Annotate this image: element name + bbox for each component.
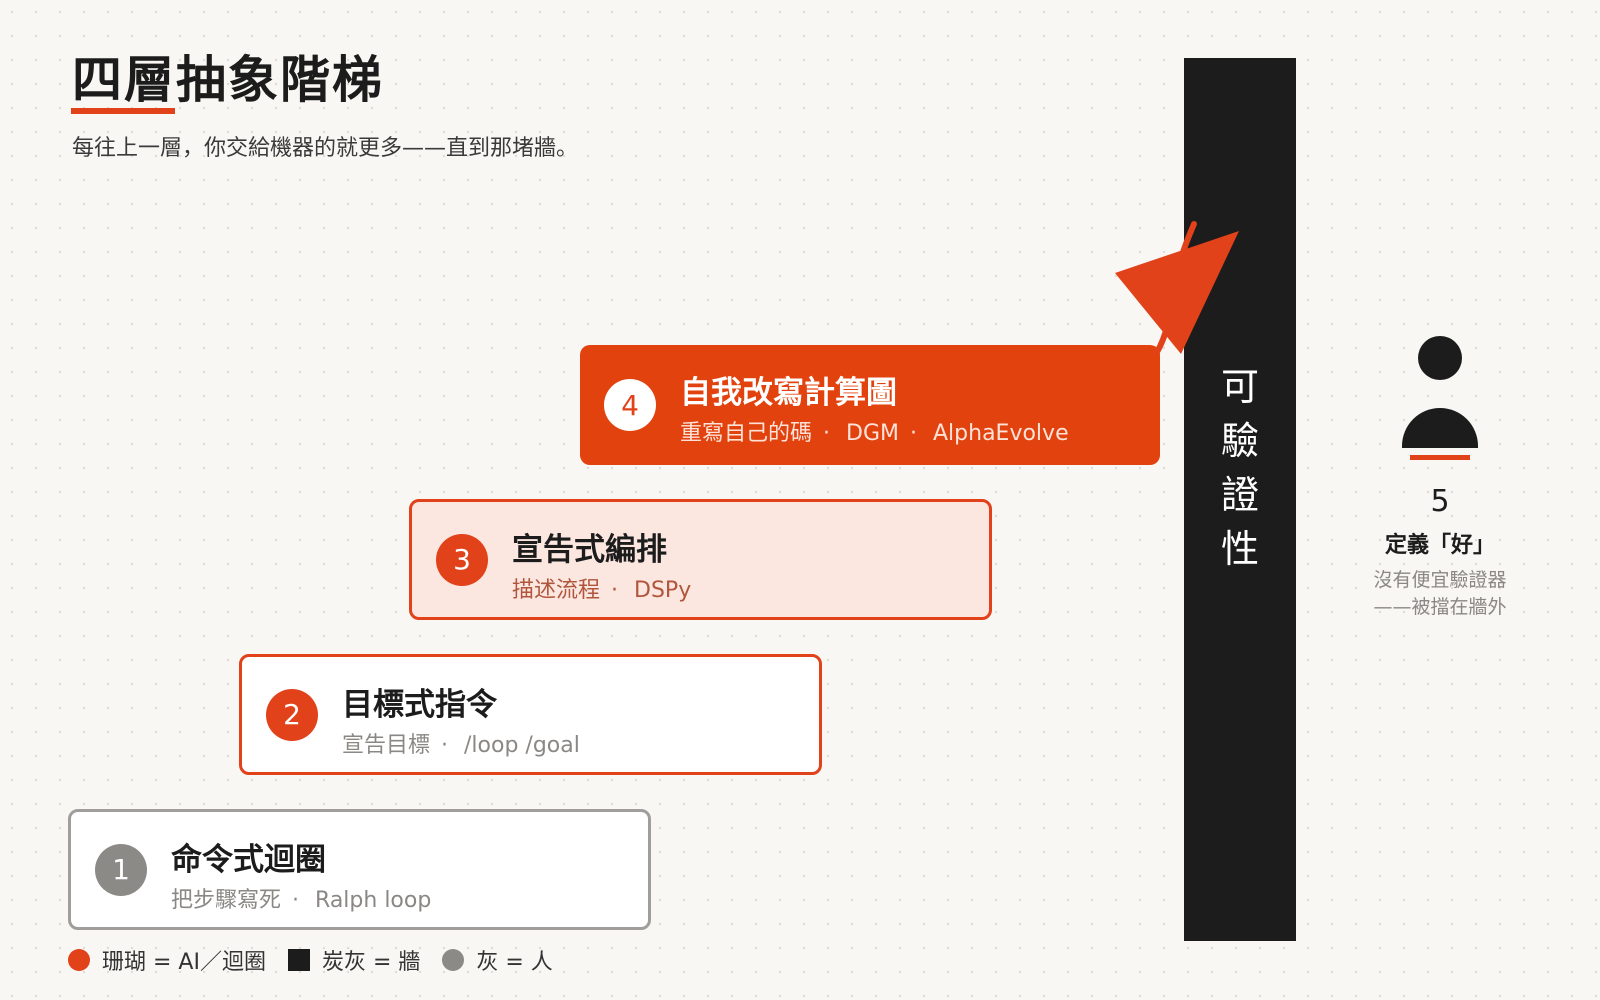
- step-example: DGM: [846, 421, 899, 446]
- step-description: 重寫自己的碼: [680, 421, 813, 446]
- step-description: 宣告目標: [342, 733, 431, 758]
- step-subtitle: 描述流程 · DSPy: [512, 572, 691, 604]
- wall-label-char: 驗: [1220, 419, 1259, 463]
- step-number-badge: 3: [436, 533, 488, 586]
- separator-dot: ·: [823, 421, 831, 446]
- separator-dot: ·: [910, 421, 917, 446]
- level-5-number: 5: [1430, 484, 1450, 519]
- legend-item-coral: 珊瑚 = AI／迴圈: [68, 944, 266, 976]
- legend: 珊瑚 = AI／迴圈 炭灰 = 牆 灰 = 人: [68, 944, 575, 976]
- step-number-badge: 2: [266, 688, 318, 741]
- legend-item-charcoal: 炭灰 = 牆: [287, 944, 421, 976]
- separator-dot: ·: [611, 578, 619, 603]
- step-example: DSPy: [634, 578, 692, 603]
- level-5-note-line: 沒有便宜驗證器: [1373, 569, 1507, 591]
- step-title: 命令式迴圈: [171, 842, 326, 878]
- wall-label-char: 證: [1220, 473, 1259, 517]
- level-5-block: 5 定義「好」 沒有便宜驗證器 ——被擋在牆外: [1330, 484, 1550, 621]
- level-5-title: 定義「好」: [1384, 533, 1495, 558]
- wall-label-char: 性: [1220, 527, 1259, 571]
- gray-circle-icon: [442, 949, 465, 971]
- ladder-step-3: 3 宣告式編排 描述流程 · DSPy: [409, 499, 992, 620]
- step-example: Ralph loop: [315, 888, 432, 913]
- step-description: 把步驟寫死: [171, 888, 282, 913]
- step-example: /loop /goal: [464, 733, 580, 758]
- legend-label: 珊瑚 = AI／迴圈: [102, 950, 266, 975]
- diagram-title: 四層抽象階梯: [72, 51, 384, 109]
- step-number-badge: 1: [95, 843, 147, 896]
- person-underline: [1410, 455, 1470, 460]
- coral-circle-icon: [68, 949, 90, 971]
- step-description: 描述流程: [512, 578, 601, 603]
- separator-dot: ·: [292, 888, 300, 913]
- ladder-step-4: 4 自我改寫計算圖 重寫自己的碼 · DGM · AlphaEvolve: [580, 345, 1160, 465]
- step-title: 自我改寫計算圖: [680, 375, 897, 411]
- arrow-head-icon: [1115, 231, 1239, 354]
- separator-dot: ·: [441, 733, 449, 758]
- level-5-note-line: ——被擋在牆外: [1373, 596, 1507, 618]
- charcoal-square-icon: [287, 949, 310, 971]
- title-underline: [71, 108, 175, 114]
- person-icon: [1380, 336, 1500, 466]
- wall-label-char: 可: [1220, 365, 1259, 409]
- person-head: [1418, 336, 1462, 380]
- ladder-step-1: 1 命令式迴圈 把步驟寫死 · Ralph loop: [68, 809, 651, 930]
- ladder-step-2: 2 目標式指令 宣告目標 · /loop /goal: [239, 654, 822, 775]
- step-subtitle: 宣告目標 · /loop /goal: [342, 727, 580, 759]
- verifiability-wall: 可 驗 證 性: [1184, 58, 1296, 941]
- step-subtitle: 把步驟寫死 · Ralph loop: [171, 882, 431, 914]
- diagram-subtitle: 每往上一層，你交給機器的就更多——直到那堵牆。: [72, 136, 579, 161]
- step-title: 宣告式編排: [512, 532, 667, 568]
- legend-label: 炭灰 = 牆: [321, 950, 421, 975]
- step-example: AlphaEvolve: [933, 421, 1069, 446]
- step-number-badge: 4: [604, 379, 656, 431]
- step-title: 目標式指令: [342, 687, 497, 723]
- legend-label: 灰 = 人: [476, 950, 553, 975]
- step-subtitle: 重寫自己的碼 · DGM · AlphaEvolve: [680, 415, 1069, 447]
- wall-label: 可 驗 證 性: [1184, 360, 1296, 576]
- legend-item-gray: 灰 = 人: [442, 944, 553, 976]
- person-body: [1402, 408, 1478, 448]
- level-5-note: 沒有便宜驗證器 ——被擋在牆外: [1330, 567, 1550, 621]
